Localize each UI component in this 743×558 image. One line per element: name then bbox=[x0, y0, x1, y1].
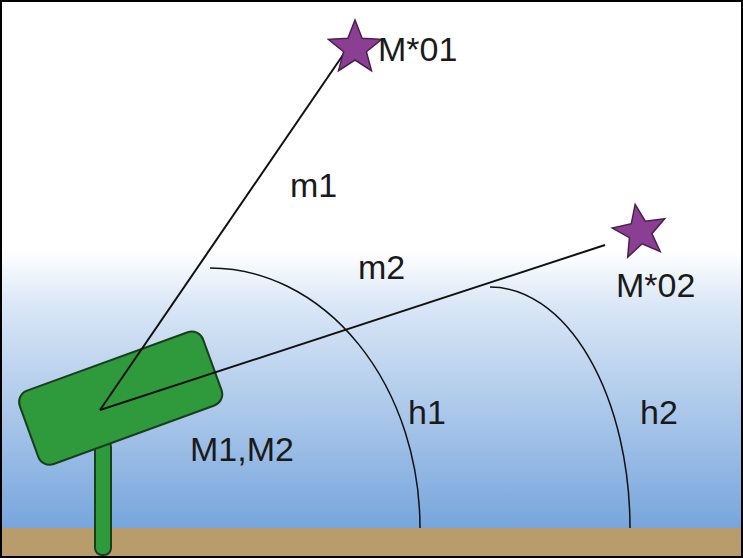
sight-line bbox=[100, 245, 605, 410]
telescope-label: M1,M2 bbox=[190, 432, 294, 466]
arc-label: h2 bbox=[640, 395, 678, 429]
line-label: m1 bbox=[290, 168, 337, 202]
star-label: M*01 bbox=[378, 32, 457, 66]
star-label: M*02 bbox=[616, 268, 695, 302]
arc-label: h1 bbox=[408, 395, 446, 429]
altitude-arc bbox=[490, 287, 630, 528]
sight-line bbox=[100, 52, 345, 410]
star bbox=[328, 20, 381, 71]
line-label: m2 bbox=[358, 250, 405, 284]
altitude-arc bbox=[210, 268, 420, 528]
telescope-leg bbox=[95, 440, 111, 555]
star bbox=[609, 200, 670, 259]
